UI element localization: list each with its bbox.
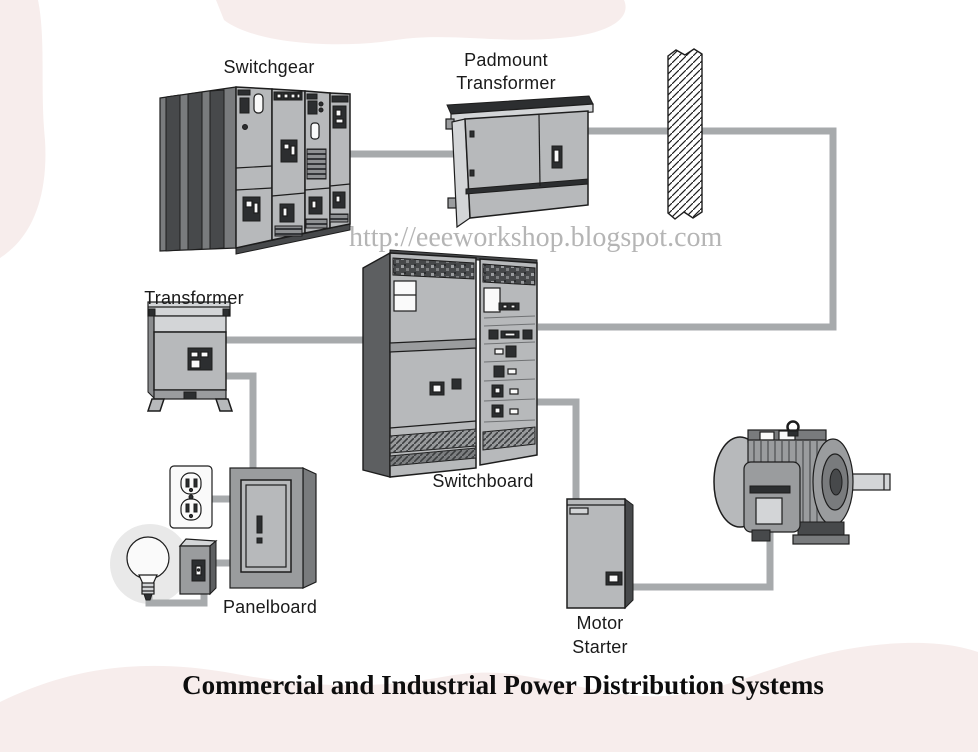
wire-transformer-panelboard — [224, 372, 257, 470]
label-padmount-transformer: Padmount Transformer — [426, 49, 586, 95]
wire-switchboard-motorstarter — [535, 398, 580, 503]
switch-icon — [178, 538, 218, 596]
panelboard-latch — [256, 515, 263, 534]
label-switchgear: Switchgear — [223, 57, 315, 77]
motor-starter-icon — [566, 498, 634, 610]
padmount-doors — [464, 110, 589, 219]
transformer-icon — [146, 301, 234, 412]
label-motor-starter: Motor Starter — [525, 611, 675, 659]
label-transformer: Transformer — [144, 288, 244, 308]
watermark-text: http://eeeworkshop.blogspot.com — [349, 222, 723, 253]
switchboard-icon — [362, 249, 538, 478]
motor-icon — [713, 420, 891, 545]
label-panelboard: Panelboard — [222, 597, 318, 617]
switchboard-meter — [393, 280, 417, 312]
label-padmount-line1: Padmount — [464, 50, 548, 70]
label-motor-starter-line1: Motor — [576, 613, 624, 633]
label-switchboard: Switchboard — [432, 471, 534, 491]
label-motor-starter-line2: Starter — [572, 637, 628, 657]
caption-title: Commercial and Industrial Power Distribu… — [182, 670, 824, 700]
wire-motorstarter-motor — [630, 531, 774, 591]
outlet-icon — [169, 465, 213, 529]
wire-padmount-riser-switchboard — [538, 127, 837, 331]
motor-starter-nameplate — [569, 507, 589, 515]
service-riser-icon — [667, 48, 703, 220]
padmount-transformer-icon — [445, 95, 594, 229]
panelboard-icon — [229, 467, 317, 589]
light-bulb-icon — [126, 536, 170, 601]
label-padmount-line2: Transformer — [456, 73, 556, 93]
switchgear-icon — [159, 86, 351, 255]
panelboard-door — [240, 479, 292, 573]
